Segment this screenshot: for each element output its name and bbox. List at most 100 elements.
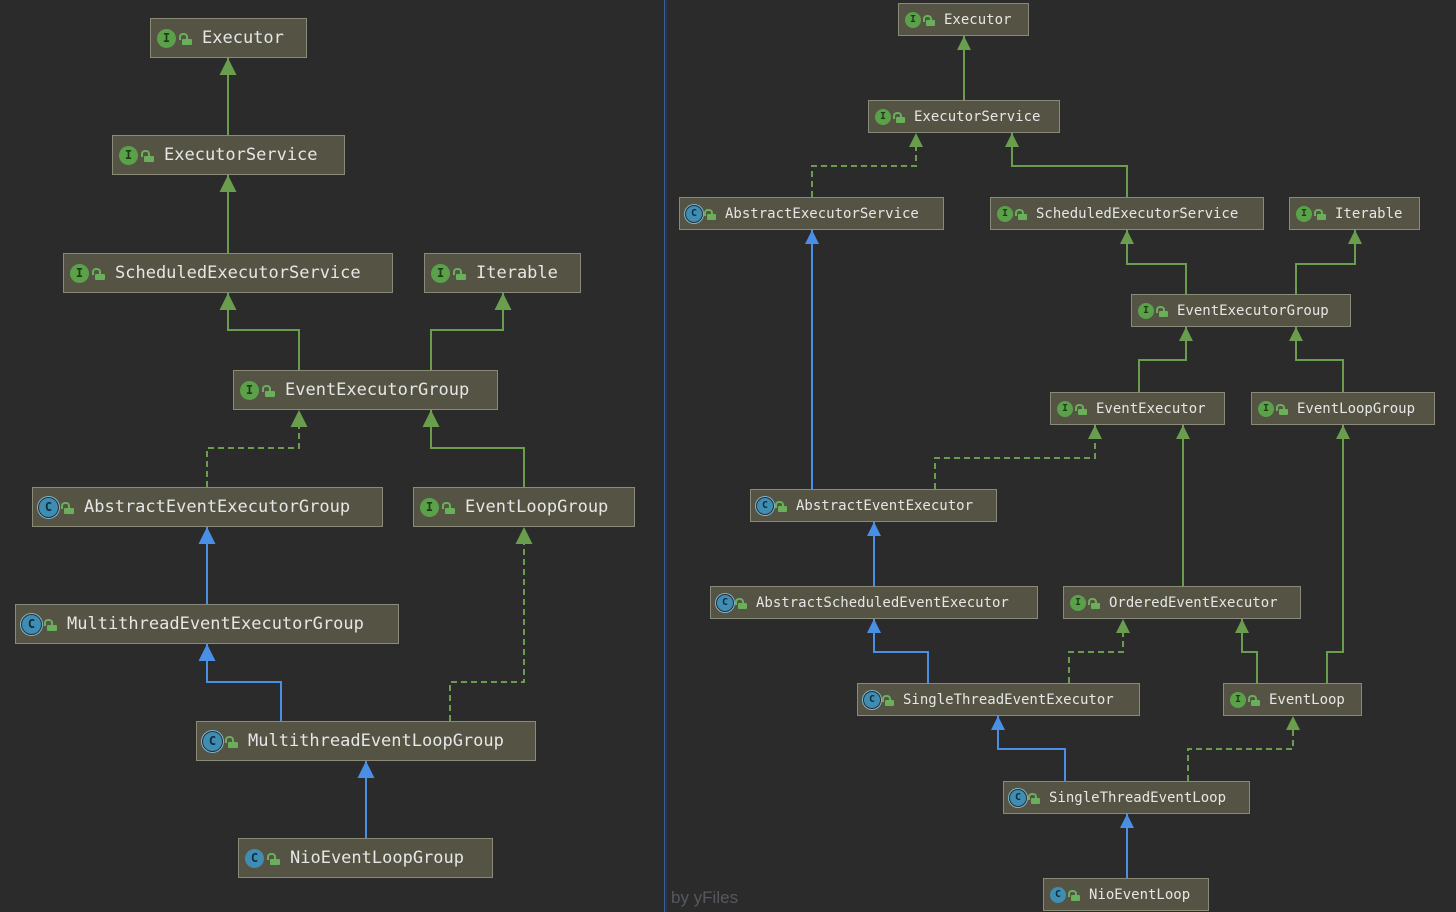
- node-label: EventLoopGroup: [1297, 400, 1416, 417]
- abstract-class-badge-icon: C: [686, 205, 702, 222]
- interface-badge-icon: I: [905, 11, 921, 28]
- unlocked-padlock-icon: [1276, 403, 1288, 415]
- node-right-nio-event-loop[interactable]: C NioEventLoop: [1043, 878, 1209, 911]
- interface-badge-icon: I: [157, 28, 176, 48]
- abstract-class-badge-icon: C: [864, 691, 880, 708]
- unlocked-padlock-icon: [92, 268, 105, 280]
- unlocked-padlock-icon: [225, 736, 238, 748]
- node-right-abstract-event-executor[interactable]: C AbstractEventExecutor: [750, 489, 997, 522]
- node-label: EventExecutorGroup: [1177, 302, 1329, 319]
- interface-badge-icon: I: [1258, 400, 1274, 417]
- node-left-event-loop-group[interactable]: I EventLoopGroup: [413, 487, 635, 527]
- interface-badge-icon: I: [70, 263, 89, 283]
- node-label: Iterable: [1335, 205, 1403, 222]
- interface-badge-icon: I: [1138, 302, 1154, 319]
- unlocked-padlock-icon: [262, 385, 275, 397]
- node-left-abstract-event-executor-group[interactable]: C AbstractEventExecutorGroup: [32, 487, 383, 527]
- abstract-class-badge-icon: C: [39, 497, 58, 517]
- unlocked-padlock-icon: [179, 33, 192, 45]
- unlocked-padlock-icon: [1156, 305, 1168, 317]
- node-right-ordered-event-executor[interactable]: I OrderedEventExecutor: [1063, 586, 1301, 619]
- node-label: ScheduledExecutorService: [115, 263, 361, 283]
- node-left-multithread-event-loop-group[interactable]: C MultithreadEventLoopGroup: [196, 721, 536, 761]
- abstract-class-badge-icon: C: [717, 594, 733, 611]
- node-left-executor-service[interactable]: I ExecutorService: [112, 135, 345, 175]
- node-label: Iterable: [476, 263, 558, 283]
- node-right-abstract-scheduled-event-executor[interactable]: C AbstractScheduledEventExecutor: [710, 586, 1038, 619]
- node-right-event-loop[interactable]: I EventLoop: [1223, 683, 1362, 716]
- unlocked-padlock-icon: [1088, 597, 1100, 609]
- interface-badge-icon: I: [1057, 400, 1073, 417]
- unlocked-padlock-icon: [1248, 694, 1260, 706]
- node-left-event-executor-group[interactable]: I EventExecutorGroup: [233, 370, 498, 410]
- class-badge-icon: C: [245, 848, 264, 868]
- abstract-class-badge-icon: C: [1010, 789, 1026, 806]
- unlocked-padlock-icon: [735, 597, 747, 609]
- unlocked-padlock-icon: [267, 853, 280, 865]
- node-label: ScheduledExecutorService: [1036, 205, 1239, 222]
- node-label: Executor: [944, 11, 1012, 28]
- unlocked-padlock-icon: [1075, 403, 1087, 415]
- unlocked-padlock-icon: [1314, 208, 1326, 220]
- node-right-executor-service[interactable]: I ExecutorService: [868, 100, 1060, 133]
- node-right-event-loop-group[interactable]: I EventLoopGroup: [1251, 392, 1435, 425]
- node-right-executor[interactable]: I Executor: [898, 3, 1029, 36]
- node-label: ExecutorService: [914, 108, 1041, 125]
- node-left-executor[interactable]: I Executor: [150, 18, 307, 58]
- interface-badge-icon: I: [1230, 691, 1246, 708]
- node-right-iterable[interactable]: I Iterable: [1289, 197, 1420, 230]
- node-label: EventExecutorGroup: [285, 380, 470, 400]
- node-label: MultithreadEventExecutorGroup: [67, 614, 364, 634]
- class-badge-icon: C: [1050, 886, 1066, 903]
- unlocked-padlock-icon: [1028, 792, 1040, 804]
- unlocked-padlock-icon: [1068, 889, 1080, 901]
- unlocked-padlock-icon: [442, 502, 455, 514]
- node-right-abstract-executor-service[interactable]: C AbstractExecutorService: [679, 197, 944, 230]
- node-label: MultithreadEventLoopGroup: [248, 731, 504, 751]
- node-right-event-executor-group[interactable]: I EventExecutorGroup: [1131, 294, 1351, 327]
- abstract-class-badge-icon: C: [22, 614, 41, 634]
- watermark: by yFiles: [671, 888, 739, 907]
- node-right-single-thread-event-executor[interactable]: C SingleThreadEventExecutor: [857, 683, 1140, 716]
- unlocked-padlock-icon: [44, 619, 57, 631]
- interface-badge-icon: I: [1296, 205, 1312, 222]
- interface-badge-icon: I: [1070, 594, 1086, 611]
- node-left-multithread-event-executor-group[interactable]: C MultithreadEventExecutorGroup: [15, 604, 399, 644]
- interface-badge-icon: I: [240, 380, 259, 400]
- unlocked-padlock-icon: [704, 208, 716, 220]
- node-right-event-executor[interactable]: I EventExecutor: [1050, 392, 1225, 425]
- unlocked-padlock-icon: [893, 111, 905, 123]
- node-label: SingleThreadEventLoop: [1049, 789, 1227, 806]
- node-label: NioEventLoop: [1089, 886, 1191, 903]
- unlocked-padlock-icon: [141, 150, 154, 162]
- interface-badge-icon: I: [875, 108, 891, 125]
- interface-badge-icon: I: [997, 205, 1013, 222]
- unlocked-padlock-icon: [453, 268, 466, 280]
- interface-badge-icon: I: [119, 145, 138, 165]
- node-label: ExecutorService: [164, 145, 318, 165]
- node-label: AbstractEventExecutor: [796, 497, 974, 514]
- unlocked-padlock-icon: [1015, 208, 1027, 220]
- panel-divider[interactable]: [664, 0, 667, 912]
- abstract-class-badge-icon: C: [757, 497, 773, 514]
- unlocked-padlock-icon: [923, 14, 935, 26]
- node-label: SingleThreadEventExecutor: [903, 691, 1114, 708]
- node-label: AbstractExecutorService: [725, 205, 919, 222]
- unlocked-padlock-icon: [882, 694, 894, 706]
- interface-badge-icon: I: [420, 497, 439, 517]
- node-left-iterable[interactable]: I Iterable: [424, 253, 581, 293]
- node-label: NioEventLoopGroup: [290, 848, 464, 868]
- node-right-scheduled-executor-service[interactable]: I ScheduledExecutorService: [990, 197, 1264, 230]
- node-label: EventLoopGroup: [465, 497, 609, 517]
- abstract-class-badge-icon: C: [203, 731, 222, 751]
- node-label: AbstractScheduledEventExecutor: [756, 594, 1009, 611]
- unlocked-padlock-icon: [775, 500, 787, 512]
- node-label: Executor: [202, 28, 284, 48]
- node-label: EventExecutor: [1096, 400, 1206, 417]
- interface-badge-icon: I: [431, 263, 450, 283]
- node-right-single-thread-event-loop[interactable]: C SingleThreadEventLoop: [1003, 781, 1250, 814]
- node-left-nio-event-loop-group[interactable]: C NioEventLoopGroup: [238, 838, 493, 878]
- node-label: AbstractEventExecutorGroup: [84, 497, 351, 517]
- node-left-scheduled-executor-service[interactable]: I ScheduledExecutorService: [63, 253, 393, 293]
- unlocked-padlock-icon: [61, 502, 74, 514]
